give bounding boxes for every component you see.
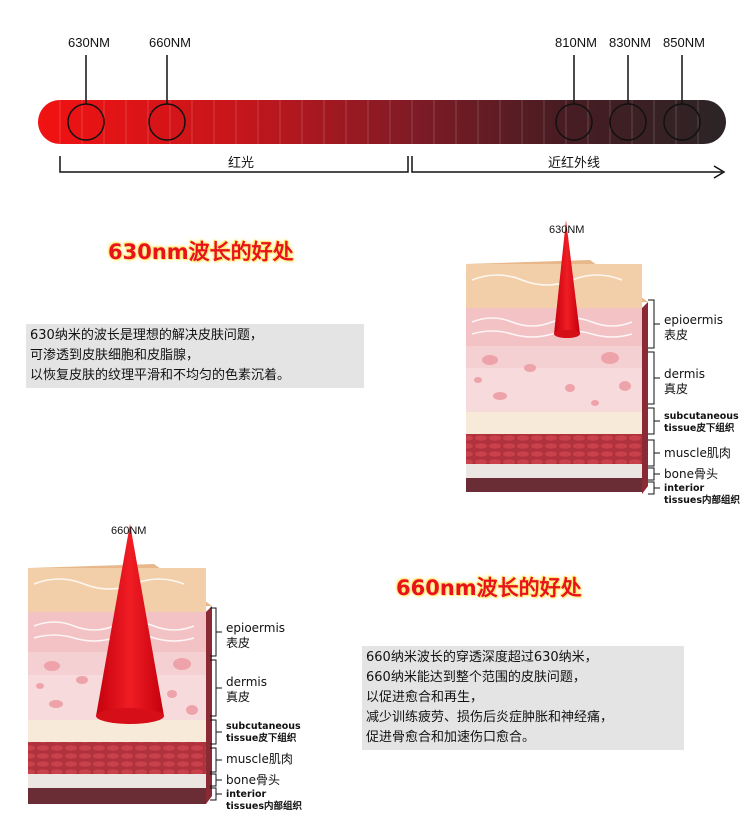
label-660-bone: bone骨头	[226, 773, 280, 787]
subcutaneous-layer	[28, 720, 206, 742]
epidermis-layer	[466, 264, 642, 308]
description-660-line: 促进骨愈合和加速伤口愈合。	[366, 730, 536, 745]
description-630-line: 可渗透到皮肤细胞和皮脂腺，	[30, 348, 200, 363]
description-630-line: 630纳米的波长是理想的解决皮肤问题，	[30, 328, 263, 343]
skin-diagram-660	[28, 524, 212, 804]
label-660-dermis-zh: 真皮	[226, 690, 251, 704]
heading-630: 630nm波长的好处	[108, 240, 294, 264]
subcutaneous-layer	[466, 412, 642, 434]
label-630-subcutaneous-zh: tissue皮下组织	[664, 423, 735, 434]
label-630-dermis-zh: 真皮	[664, 382, 689, 396]
skin-diagram-630	[466, 220, 648, 494]
label-660-dermis: dermis 真皮	[226, 675, 267, 705]
label-630-subcutaneous-en: subcutaneous	[664, 411, 739, 422]
label-660-epidermis: epioermis 表皮	[226, 621, 285, 651]
label-630-epidermis-en: epioermis	[664, 313, 724, 327]
label-660-epidermis-en: epioermis	[226, 621, 286, 635]
marker-630-ring	[67, 103, 105, 141]
label-630-interior-en: interior	[664, 483, 705, 494]
dermis-layer	[466, 368, 642, 412]
interior-layer	[28, 788, 206, 804]
marker-850-ring	[663, 103, 701, 141]
heading-660: 660nm波长的好处	[396, 576, 582, 600]
label-630-subcutaneous: subcutaneous tissue皮下组织	[664, 411, 739, 435]
spectrum-bar	[38, 100, 726, 144]
spectrum-diagram	[38, 55, 726, 179]
label-660-dermis-en: dermis	[226, 675, 267, 689]
light-beam-660	[96, 524, 164, 716]
wavelength-label-630: 630NM	[68, 35, 110, 50]
description-630-line: 以恢复皮肤的纹理平滑和不均匀的色素沉着。	[30, 368, 291, 383]
label-660-interior-en: interior	[226, 789, 267, 800]
label-660-muscle: muscle肌肉	[226, 752, 293, 766]
label-630-interior: interior tissues内部组织	[664, 483, 740, 507]
beam-label-660: 660NM	[111, 525, 147, 537]
nir-range-bracket	[411, 156, 722, 173]
light-beam-630	[554, 220, 580, 334]
marker-660-ring	[148, 103, 186, 141]
layer-brackets-660	[210, 607, 222, 801]
label-630-dermis: dermis 真皮	[664, 367, 705, 397]
near-infrared-label: 近红外线	[548, 156, 601, 171]
label-660-interior: interior tissues内部组织	[226, 789, 302, 813]
red-range-bracket	[59, 156, 409, 173]
label-630-bone: bone骨头	[664, 467, 718, 481]
wavelength-label-810: 810NM	[555, 35, 597, 50]
description-660-line: 660纳米能达到整个范围的皮肤问题，	[366, 670, 586, 685]
red-light-label: 红光	[228, 156, 255, 171]
label-660-epidermis-zh: 表皮	[226, 636, 251, 650]
wavelength-label-850: 850NM	[663, 35, 705, 50]
wavelength-label-830: 830NM	[609, 35, 651, 50]
description-660-line: 减少训练疲劳、损伤后炎症肿胀和神经痛，	[366, 710, 614, 725]
muscle-layer	[28, 742, 206, 774]
label-630-epidermis: epioermis 表皮	[664, 313, 723, 343]
label-660-subcutaneous-en: subcutaneous	[226, 721, 301, 732]
description-660-line: 以促进愈合和再生，	[366, 690, 484, 705]
description-660-line: 660纳米波长的穿透深度超过630纳米，	[366, 650, 598, 665]
label-660-interior-zh: tissues内部组织	[226, 801, 302, 812]
beam-label-630: 630NM	[549, 224, 585, 236]
marker-830-ring	[609, 103, 647, 141]
interior-layer	[466, 478, 642, 492]
description-660: 660纳米波长的穿透深度超过630纳米， 660纳米能达到整个范围的皮肤问题， …	[362, 646, 684, 750]
description-630: 630纳米的波长是理想的解决皮肤问题， 可渗透到皮肤细胞和皮脂腺， 以恢复皮肤的…	[26, 324, 364, 388]
label-660-subcutaneous-zh: tissue皮下组织	[226, 733, 297, 744]
label-660-subcutaneous: subcutaneous tissue皮下组织	[226, 721, 301, 745]
nir-arrow-head	[713, 165, 726, 179]
marker-810-ring	[555, 103, 593, 141]
muscle-layer	[466, 434, 642, 464]
label-630-epidermis-zh: 表皮	[664, 328, 689, 342]
bone-layer	[466, 464, 642, 478]
label-630-muscle: muscle肌肉	[664, 446, 731, 460]
label-630-dermis-en: dermis	[664, 367, 705, 381]
label-630-interior-zh: tissues内部组织	[664, 495, 740, 506]
wavelength-label-660: 660NM	[149, 35, 191, 50]
bone-layer	[28, 774, 206, 788]
layer-brackets-630	[648, 299, 660, 495]
